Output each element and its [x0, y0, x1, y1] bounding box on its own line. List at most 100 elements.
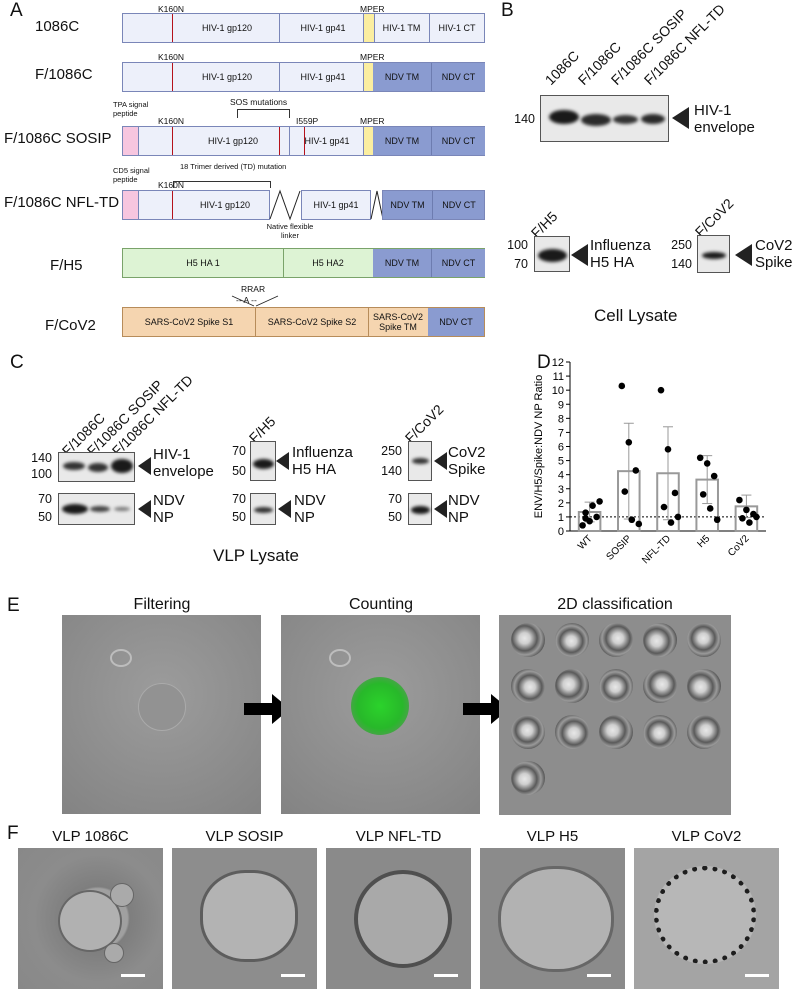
y-tick-label: 9 [558, 399, 564, 411]
data-point [625, 438, 633, 446]
data-point [706, 505, 714, 512]
panel-label-d: D [537, 352, 551, 373]
vlp-h5-blot [250, 441, 276, 481]
2d-class-averages [499, 615, 731, 815]
class-average [599, 623, 633, 657]
class-average [687, 669, 721, 703]
y-tick-label: 1 [558, 512, 564, 524]
data-point [582, 515, 589, 522]
y-axis-label: ENV/H5/Spike:NDV NP Ratio [533, 375, 545, 518]
construct-bar-cov2: SARS-CoV2 Spike S1 SARS-CoV2 Spike S2 SA… [122, 307, 485, 337]
counting-micrograph [281, 615, 480, 814]
arrow-right-icon [463, 694, 509, 724]
x-tick-label: NFL-TD [640, 533, 673, 566]
data-point [736, 496, 743, 504]
arrowhead-icon [434, 452, 447, 470]
segment-gp120: HIV-1 gp120 [201, 23, 253, 33]
class-average [599, 715, 633, 749]
y-tick-label: 0 [558, 526, 564, 538]
construct-name-f1086c: F/1086C [35, 66, 93, 83]
data-point [743, 506, 750, 514]
cell-lysate-h5-blot [534, 236, 570, 272]
panel-label-b: B [501, 0, 514, 21]
y-tick-label: 11 [553, 371, 564, 383]
class-average [643, 669, 677, 703]
construct-name-sosip: F/1086C SOSIP [4, 130, 112, 147]
lane-label-c-cov2: F/CoV2 [401, 401, 447, 446]
arrowhead-icon [672, 107, 689, 129]
arrowhead-icon [138, 500, 151, 518]
construct-bar-1086c: HIV-1 gp120 HIV-1 gp41 HIV-1 TM HIV-1 CT [122, 13, 485, 43]
filtering-title: Filtering [133, 596, 191, 613]
data-point [746, 519, 753, 526]
arrowhead-icon [735, 244, 752, 266]
lane-label-f-cov2: F/CoV2 [691, 195, 737, 240]
k160n-marker [172, 14, 173, 42]
arrowhead-icon [276, 452, 289, 470]
tem-vlp-h5: VLP H5 [480, 828, 625, 989]
vlp-np-blot [58, 493, 135, 525]
data-point [596, 498, 603, 505]
vlp-cov2-blot [408, 441, 432, 481]
vlp-env-blot [58, 452, 135, 482]
y-tick-label: 10 [552, 385, 564, 397]
tem-vlp-1086c: VLP 1086C [18, 828, 163, 989]
panel-label-a: A [10, 0, 23, 21]
data-point [660, 503, 668, 511]
construct-name-nfltd: F/1086C NFL-TD [4, 194, 120, 211]
class-average [643, 715, 677, 749]
cell-lysate-caption: Cell Lysate [594, 306, 678, 325]
construct-bar-sosip: HIV-1 gp120 HIV-1 gp41 NDV TM NDV CT [122, 126, 485, 156]
data-point [618, 382, 626, 390]
data-point [713, 516, 721, 524]
i559p-label: I559P [296, 116, 319, 126]
segment-hiv-ct: HIV-1 CT [438, 23, 476, 33]
construct-name-1086c: 1086C [35, 18, 80, 35]
panel-label-e: E [7, 595, 20, 616]
class-average [687, 623, 721, 657]
data-point [582, 509, 589, 516]
class-average [511, 623, 545, 657]
mper-label: MPER [360, 4, 385, 14]
class-average [511, 761, 545, 795]
y-tick-label: 6 [558, 442, 564, 454]
arrowhead-icon [278, 500, 291, 518]
construct-name-cov2: F/CoV2 [45, 317, 96, 334]
segment-gp41: HIV-1 gp41 [300, 23, 346, 33]
tem-vlp-cov2: VLP CoV2 [634, 828, 779, 989]
x-tick-label: SOSIP [605, 533, 635, 563]
construct-name-h5: F/H5 [50, 257, 83, 274]
flexible-linker-zigzag [269, 189, 301, 221]
data-point [699, 491, 707, 498]
rrar-label: RRAR [241, 284, 266, 294]
tpa-signal-segment [123, 127, 139, 155]
y-tick-label: 4 [558, 470, 564, 482]
y-tick-label: 7 [558, 427, 564, 439]
arrowhead-icon [138, 457, 151, 475]
arrow-right-icon [244, 694, 290, 724]
tpa-signal-label: TPA signal peptide [113, 100, 149, 118]
td-mutation-label: 18 Trimer derived (TD) mutation [180, 162, 287, 171]
y-tick-label: 8 [558, 413, 564, 425]
data-point [739, 515, 746, 522]
data-point [657, 386, 665, 394]
data-point [632, 467, 640, 474]
data-point [664, 446, 672, 453]
filtering-micrograph [62, 615, 261, 814]
class-average [687, 715, 721, 749]
cd5-signal-label: CD5 signal peptide [113, 166, 150, 184]
class-average [555, 623, 589, 657]
x-tick-label: H5 [695, 533, 712, 550]
class-average [511, 715, 545, 749]
vlp-cov2-np-blot [408, 493, 432, 525]
vlp-h5-np-blot [250, 493, 276, 525]
data-point [579, 522, 586, 529]
counting-title: Counting [348, 596, 414, 613]
